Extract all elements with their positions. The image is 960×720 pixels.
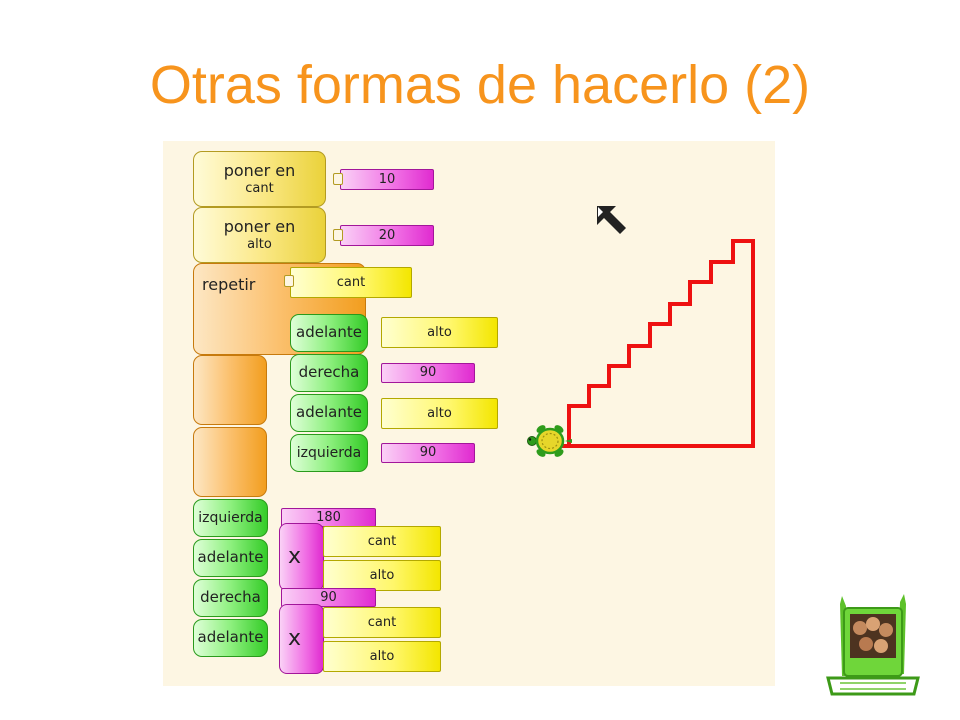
- block-poner-alto[interactable]: poner en alto: [193, 207, 326, 263]
- xo-laptop-icon: [826, 594, 920, 696]
- block-adelante[interactable]: adelante: [290, 394, 368, 432]
- turtle-trail: [561, 239, 755, 448]
- arrow-cursor-icon: [597, 206, 626, 234]
- block-label: poner en: [223, 160, 296, 180]
- block-label: poner en: [223, 216, 296, 236]
- slide-title: Otras formas de hacerlo (2): [149, 55, 811, 115]
- block-label: repetir: [202, 275, 256, 294]
- arg-alto[interactable]: alto: [323, 560, 441, 591]
- block-izquierda[interactable]: izquierda: [290, 434, 368, 472]
- arg-alto[interactable]: alto: [381, 317, 498, 348]
- repetir-arm: [193, 355, 267, 425]
- block-adelante[interactable]: adelante: [193, 539, 268, 577]
- value-block-90[interactable]: 90: [281, 588, 376, 607]
- arg-cant[interactable]: cant: [290, 267, 412, 298]
- value-block-90[interactable]: 90: [381, 443, 475, 463]
- block-sublabel: cant: [245, 180, 274, 196]
- block-adelante[interactable]: adelante: [290, 314, 368, 352]
- value-block-90[interactable]: 90: [381, 363, 475, 383]
- block-derecha[interactable]: derecha: [290, 354, 368, 392]
- arg-cant[interactable]: cant: [323, 526, 441, 557]
- turtle-icon[interactable]: [525, 422, 573, 460]
- value-block-10[interactable]: 10: [340, 169, 434, 190]
- block-sublabel: alto: [247, 236, 272, 252]
- trail-line: [561, 239, 755, 448]
- block-multiplicar[interactable]: x: [279, 604, 324, 674]
- operator-label: x: [288, 544, 302, 570]
- connector-nub: [333, 229, 343, 241]
- arg-alto[interactable]: alto: [381, 398, 498, 429]
- block-adelante[interactable]: adelante: [193, 619, 268, 657]
- connector-nub: [333, 173, 343, 185]
- turtle-canvas[interactable]: poner en cant 10 poner en alto 20 repeti…: [163, 141, 775, 686]
- block-multiplicar[interactable]: x: [279, 523, 324, 591]
- connector-nub: [284, 275, 294, 287]
- arg-alto[interactable]: alto: [323, 641, 441, 672]
- operator-label: x: [288, 626, 302, 652]
- block-derecha[interactable]: derecha: [193, 579, 268, 617]
- repetir-arm: [193, 427, 267, 497]
- block-poner-cant[interactable]: poner en cant: [193, 151, 326, 207]
- arg-cant[interactable]: cant: [323, 607, 441, 638]
- block-izquierda[interactable]: izquierda: [193, 499, 268, 537]
